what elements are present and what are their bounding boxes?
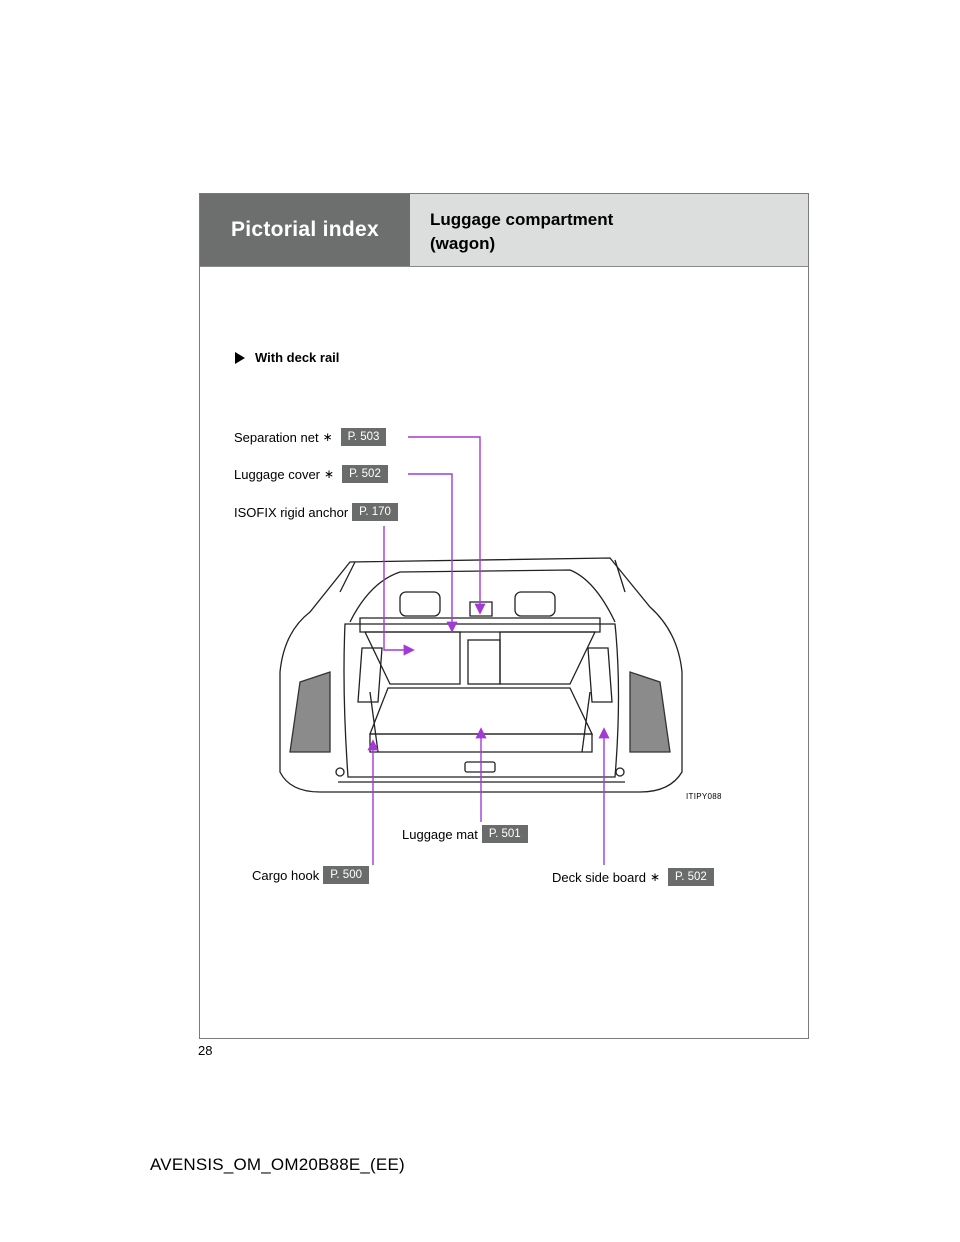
page-ref-badge[interactable]: P. 170 bbox=[352, 503, 398, 521]
luggage-compartment-illustration bbox=[279, 557, 683, 793]
callout-cargo-hook: Cargo hook P. 500 bbox=[252, 866, 369, 884]
figure-id: ITIPY088 bbox=[686, 792, 722, 801]
page-number: 28 bbox=[198, 1043, 213, 1058]
page-frame: Pictorial index Luggage compartment (wag… bbox=[199, 193, 809, 1039]
leader-isofix bbox=[383, 526, 415, 656]
page-ref-badge[interactable]: P. 503 bbox=[340, 428, 387, 446]
variant-heading: With deck rail bbox=[235, 350, 339, 365]
asterisk-icon: ∗ bbox=[322, 430, 333, 444]
page-title-line2: (wagon) bbox=[430, 234, 496, 253]
page-title-line1: Luggage compartment bbox=[430, 210, 614, 229]
asterisk-icon: ∗ bbox=[324, 467, 335, 481]
page-ref-badge[interactable]: P. 501 bbox=[481, 825, 528, 843]
callout-label: Deck side board bbox=[552, 869, 646, 885]
callout-label: Luggage mat bbox=[402, 826, 478, 842]
page-ref-badge[interactable]: P. 502 bbox=[342, 465, 388, 483]
variant-heading-text: With deck rail bbox=[255, 350, 340, 365]
page-ref-badge[interactable]: P. 502 bbox=[668, 868, 714, 886]
callout-label: Luggage cover bbox=[234, 466, 321, 482]
callout-isofix: ISOFIX rigid anchor P. 170 bbox=[234, 503, 398, 521]
callout-label: Cargo hook bbox=[252, 867, 320, 883]
leader-separation-net bbox=[408, 436, 486, 615]
callout-luggage-cover: Luggage cover ∗ P. 502 bbox=[234, 465, 388, 483]
callout-label: ISOFIX rigid anchor bbox=[234, 504, 349, 520]
asterisk-icon: ∗ bbox=[649, 870, 661, 884]
page-title: Luggage compartment (wagon) bbox=[430, 208, 613, 256]
callout-luggage-mat: Luggage mat P. 501 bbox=[402, 825, 528, 843]
callout-label: Separation net bbox=[234, 429, 319, 445]
document-id: AVENSIS_OM_OM20B88E_(EE) bbox=[150, 1155, 405, 1174]
callout-separation-net: Separation net ∗ P. 503 bbox=[234, 428, 387, 446]
leader-luggage-cover bbox=[408, 473, 458, 633]
page-header: Pictorial index Luggage compartment (wag… bbox=[200, 194, 808, 267]
section-tab: Pictorial index bbox=[200, 194, 410, 266]
triangle-bullet-icon bbox=[235, 351, 245, 364]
page-ref-badge[interactable]: P. 500 bbox=[323, 866, 369, 884]
callout-deck-side-board: Deck side board ∗ P. 502 bbox=[552, 868, 714, 886]
